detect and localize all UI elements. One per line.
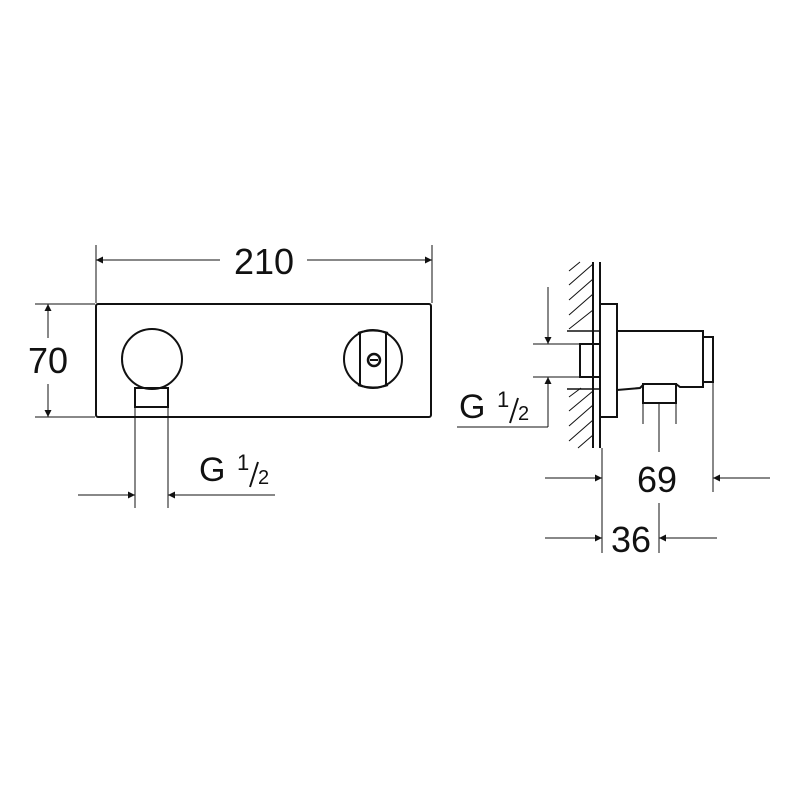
screw-icon [366,352,382,368]
depth-total-label: 69 [637,459,677,500]
valve-knob [343,329,403,389]
svg-text:2: 2 [518,403,529,425]
svg-text:1: 1 [237,450,249,475]
svg-text:G: G [199,451,225,489]
wall-plate [95,303,432,418]
wall-hatching [567,261,601,449]
outlet-elbow [121,328,183,390]
flange [599,303,618,418]
front-view [35,245,433,508]
svg-text:G: G [459,388,485,426]
side-view [457,261,770,553]
svg-text:1: 1 [497,387,509,412]
height-label: 70 [28,340,68,381]
outlet-connector [134,387,169,408]
thread-label-front: G 1 2 [199,450,269,489]
inlet-thread [579,343,601,378]
width-label: 210 [234,241,294,282]
outlet-body [616,330,704,391]
hose-connector [642,383,677,404]
svg-text:2: 2 [258,467,269,489]
depth-outlet-label: 36 [611,519,651,560]
thread-label-side: G 1 2 [459,387,529,426]
